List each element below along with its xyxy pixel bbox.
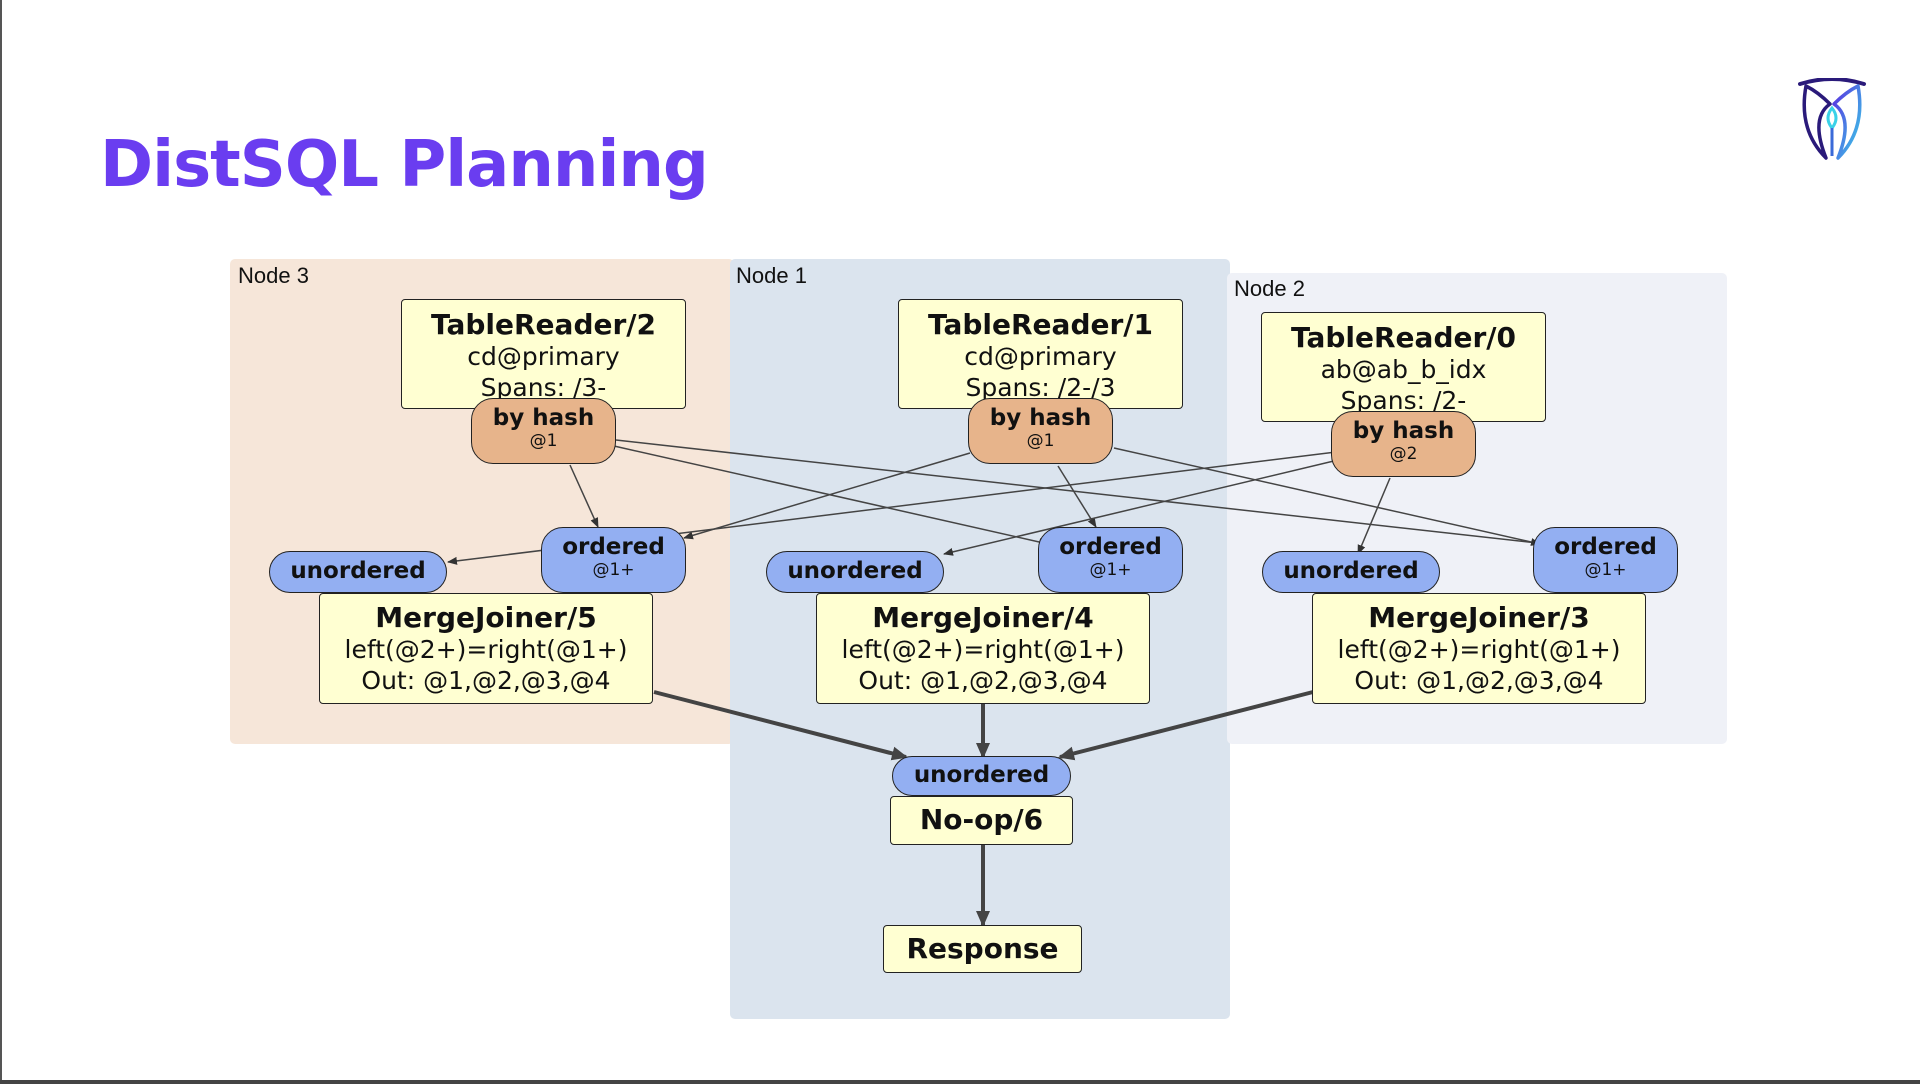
table-reader-2-index: cd@primary [467,342,620,371]
hash-router-node3-label: by hash [492,405,595,431]
table-reader-2-title: TableReader/2 [430,308,656,341]
hash-router-node3: by hash @1 [471,398,616,464]
hash-router-node2: by hash @2 [1331,411,1476,477]
mj4-ordered-col: @1+ [1089,560,1132,580]
mj3-ordered-input: ordered @1+ [1533,527,1678,593]
mj4-ordered-input: ordered @1+ [1038,527,1183,593]
merge-joiner-4-cond: left(@2+)=right(@1+) [841,635,1125,664]
mj4-unordered-input: unordered [766,551,944,593]
mj5-ordered-label: ordered [562,534,665,560]
table-reader-1: TableReader/1 cd@primary Spans: /2-/3 [898,299,1183,409]
noop-title: No-op/6 [919,803,1044,836]
merge-joiner-3-out: Out: @1,@2,@3,@4 [1354,666,1604,695]
table-reader-2-spans: Spans: /3- [480,373,607,402]
hash-router-node3-col: @1 [529,431,558,451]
table-reader-2: TableReader/2 cd@primary Spans: /3- [401,299,686,409]
noop-unordered-label: unordered [913,762,1050,788]
merge-joiner-3-title: MergeJoiner/3 [1368,601,1590,634]
edge-r1-mj5-ordered [683,452,971,540]
edge-mj3-noop [1058,690,1314,761]
noop-unordered-input: unordered [892,756,1071,796]
merge-joiner-5-out: Out: @1,@2,@3,@4 [361,666,611,695]
hash-router-node1-label: by hash [989,405,1092,431]
response-box: Response [883,925,1082,973]
edge-r2-mj5-ordered [569,464,599,528]
mj3-unordered-label: unordered [1283,558,1419,584]
edge-r0-mj4-unordered [943,459,1339,556]
node-1-label: Node 1 [736,263,807,288]
node-3-label: Node 3 [238,263,309,288]
table-reader-0-spans: Spans: /2- [1340,386,1467,415]
mj5-ordered-input: ordered @1+ [541,527,686,593]
table-reader-1-index: cd@primary [964,342,1117,371]
edge-r1-mj3-ordered [1113,447,1541,546]
mj3-unordered-input: unordered [1262,551,1440,593]
table-reader-1-spans: Spans: /2-/3 [965,373,1116,402]
noop-processor: No-op/6 [890,796,1073,845]
edge-mj5-noop [653,690,908,761]
merge-joiner-3: MergeJoiner/3 left(@2+)=right(@1+) Out: … [1312,593,1646,704]
mj5-unordered-input: unordered [269,551,447,593]
merge-joiner-5-cond: left(@2+)=right(@1+) [344,635,628,664]
table-reader-0-index: ab@ab_b_idx [1320,355,1487,384]
cockroach-logo-icon [1798,78,1866,160]
merge-joiner-3-cond: left(@2+)=right(@1+) [1337,635,1621,664]
slide-title: DistSQL Planning [100,128,709,202]
mj5-ordered-col: @1+ [592,560,635,580]
table-reader-0: TableReader/0 ab@ab_b_idx Spans: /2- [1261,312,1546,422]
mj5-unordered-label: unordered [290,558,426,584]
table-reader-1-title: TableReader/1 [927,308,1153,341]
merge-joiner-4-out: Out: @1,@2,@3,@4 [858,666,1108,695]
edge-r0-mj3-unordered [1357,477,1391,555]
hash-router-node2-col: @2 [1389,444,1418,464]
response-title: Response [906,932,1059,965]
merge-joiner-4-title: MergeJoiner/4 [872,601,1094,634]
merge-joiner-5-title: MergeJoiner/5 [375,601,597,634]
slide-bottom-border [0,1080,1920,1084]
merge-joiner-5: MergeJoiner/5 left(@2+)=right(@1+) Out: … [319,593,653,704]
edge-r2-mj3-ordered [615,439,1547,547]
node-2-label: Node 2 [1234,276,1305,301]
edge-r1-mj4-ordered [1057,465,1097,528]
table-reader-0-title: TableReader/0 [1290,321,1516,354]
hash-router-node1-col: @1 [1026,431,1055,451]
mj4-ordered-label: ordered [1059,534,1162,560]
hash-router-node1: by hash @1 [968,398,1113,464]
hash-router-node2-label: by hash [1352,418,1455,444]
slide-left-border [0,0,2,1084]
mj3-ordered-col: @1+ [1584,560,1627,580]
mj4-unordered-label: unordered [787,558,923,584]
merge-joiner-4: MergeJoiner/4 left(@2+)=right(@1+) Out: … [816,593,1150,704]
mj3-ordered-label: ordered [1554,534,1657,560]
